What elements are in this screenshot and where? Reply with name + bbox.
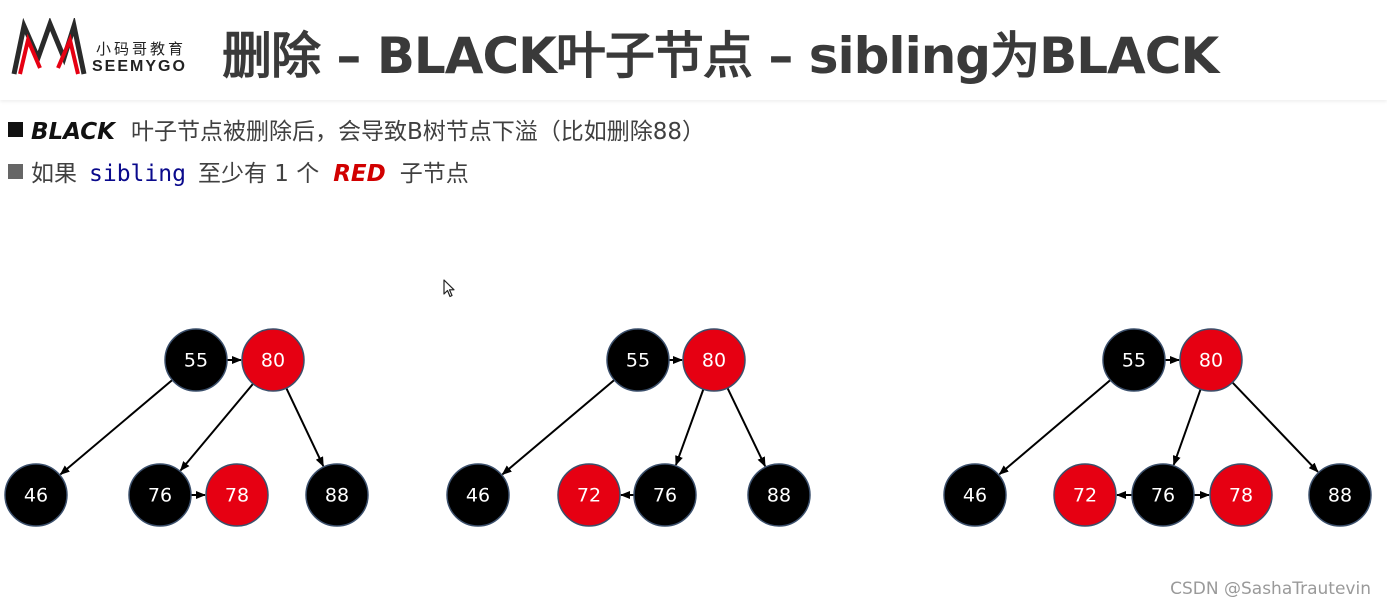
red-node-78: 78 — [1209, 463, 1273, 527]
tree-edge-arrow — [998, 379, 1112, 476]
tree-node-circle — [747, 463, 811, 527]
csdn-watermark: CSDN @SashaTrautevin — [1170, 579, 1371, 599]
black-node-88: 88 — [747, 463, 811, 527]
tree-node-circle — [682, 328, 746, 392]
tree-node-label: 80 — [1199, 350, 1223, 372]
tree-node-label: 76 — [653, 485, 677, 507]
bullet-1-text: 叶子节点被删除后，会导致B树节点下溢（比如删除88） — [130, 119, 706, 145]
tree-node-circle — [606, 328, 670, 392]
red-node-72: 72 — [557, 463, 621, 527]
black-node-76: 76 — [1131, 463, 1195, 527]
tree-node-circle — [633, 463, 697, 527]
black-node-88: 88 — [305, 463, 369, 527]
tree-edge-arrow — [501, 379, 615, 476]
red-node-80: 80 — [682, 328, 746, 392]
tree-node-circle — [557, 463, 621, 527]
tree-node-label: 80 — [261, 350, 285, 372]
tree-node-label: 76 — [1151, 485, 1175, 507]
tree-node-label: 55 — [1122, 350, 1146, 372]
tree-node-circle — [1053, 463, 1117, 527]
red-keyword: RED — [333, 161, 386, 187]
tree-diagram-1: 55 80 46 76 78 88 — [4, 328, 369, 527]
black-node-76: 76 — [128, 463, 192, 527]
tree-node-circle — [305, 463, 369, 527]
tree-node-circle — [164, 328, 228, 392]
tree-node-label: 88 — [767, 485, 791, 507]
tree-node-label: 76 — [148, 485, 172, 507]
bullet-2-middle: 至少有 1 个 — [197, 161, 320, 187]
red-node-80: 80 — [1179, 328, 1243, 392]
tree-diagram-2: 55 80 46 72 76 88 — [446, 328, 811, 527]
tree-edge-arrow — [179, 383, 254, 472]
tree-node-circle — [1308, 463, 1372, 527]
tree-node-circle — [1131, 463, 1195, 527]
square-bullet-icon — [8, 164, 23, 179]
slide-header: 小码哥教育 SEEMYGO 删除 – BLACK叶子节点 – sibling为B… — [0, 0, 1387, 100]
tree-node-circle — [1209, 463, 1273, 527]
square-bullet-icon — [8, 122, 23, 137]
tree-node-circle — [205, 463, 269, 527]
seemygo-logo-icon — [11, 18, 87, 75]
tree-node-label: 88 — [1328, 485, 1352, 507]
tree-node-label: 46 — [963, 485, 987, 507]
tree-node-circle — [128, 463, 192, 527]
black-node-76: 76 — [633, 463, 697, 527]
tree-node-label: 78 — [225, 485, 249, 507]
tree-diagram-3: 55 80 46 72 76 78 88 — [943, 328, 1372, 527]
tree-node-label: 78 — [1229, 485, 1253, 507]
tree-node-circle — [241, 328, 305, 392]
mouse-pointer-icon — [443, 279, 455, 298]
tree-edge-arrow — [59, 379, 173, 476]
red-node-78: 78 — [205, 463, 269, 527]
black-node-55: 55 — [1102, 328, 1166, 392]
tree-node-label: 72 — [1073, 485, 1097, 507]
black-keyword: BLACK — [31, 119, 115, 145]
bullet-2-suffix: 子节点 — [399, 161, 469, 187]
bullet-line-2: 如果 sibling 至少有 1 个 RED 子节点 — [8, 154, 469, 188]
slide-title: 删除 – BLACK叶子节点 – sibling为BLACK — [222, 27, 1219, 85]
black-node-46: 46 — [4, 463, 68, 527]
tree-node-label: 46 — [466, 485, 490, 507]
tree-edge-arrow — [285, 387, 325, 467]
tree-node-label: 72 — [577, 485, 601, 507]
tree-edge-arrow — [726, 387, 767, 468]
tree-node-label: 88 — [325, 485, 349, 507]
sibling-code: sibling — [89, 161, 186, 187]
black-node-46: 46 — [446, 463, 510, 527]
tree-edge-arrow — [674, 388, 705, 466]
seemygo-logo: 小码哥教育 SEEMYGO — [10, 18, 220, 80]
tree-node-circle — [1102, 328, 1166, 392]
logo-english-text: SEEMYGO — [92, 58, 187, 75]
black-node-55: 55 — [606, 328, 670, 392]
bullet-2-prefix: 如果 — [31, 161, 77, 187]
tree-node-circle — [446, 463, 510, 527]
bullet-line-1: BLACK 叶子节点被删除后，会导致B树节点下溢（比如删除88） — [8, 112, 705, 146]
tree-node-label: 55 — [626, 350, 650, 372]
black-node-46: 46 — [943, 463, 1007, 527]
red-node-80: 80 — [241, 328, 305, 392]
black-node-88: 88 — [1308, 463, 1372, 527]
tree-edge-arrow — [1231, 381, 1319, 473]
tree-node-label: 55 — [184, 350, 208, 372]
tree-node-label: 46 — [24, 485, 48, 507]
tree-edge-arrow — [1172, 388, 1202, 466]
tree-node-circle — [4, 463, 68, 527]
tree-node-circle — [1179, 328, 1243, 392]
logo-chinese-text: 小码哥教育 — [96, 40, 187, 58]
tree-node-label: 80 — [702, 350, 726, 372]
tree-node-circle — [943, 463, 1007, 527]
red-node-72: 72 — [1053, 463, 1117, 527]
black-node-55: 55 — [164, 328, 228, 392]
